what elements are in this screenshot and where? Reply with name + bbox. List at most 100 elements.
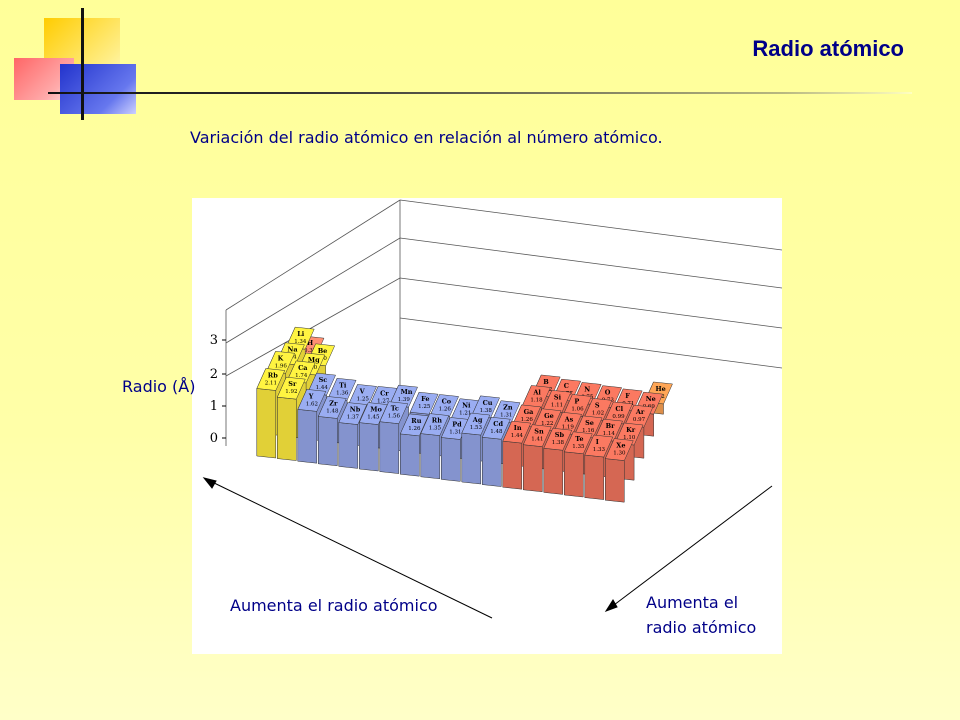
element-bar-sn: Sn1.41 [522,424,552,493]
element-symbol: V [359,387,366,395]
element-symbol: Co [442,397,452,405]
annotation-right-line1: Aumenta el [646,593,739,612]
annotation-right-line2: radio atómico [646,618,757,637]
bar-front-face [564,451,584,498]
y-axis: 0 1 2 3 [210,333,226,446]
element-symbol: Mg [308,356,320,364]
decor-vertical-line [81,8,84,120]
slide-subtitle: Variación del radio atómico en relación … [190,128,663,147]
element-symbol: Ar [635,408,645,416]
element-symbol: Ag [472,416,483,424]
frame-top-back-edge [399,199,782,251]
element-radius: 0.37 [304,348,317,354]
element-symbol: Xe [616,442,625,450]
bar-top-face [584,434,614,458]
element-symbol: H [307,339,313,347]
slide-title: Radio atómico [752,36,904,61]
bar-front-face [379,421,400,474]
element-radius: 1.26 [408,426,421,432]
figure-svg: 0 1 2 3 H0.37He0.32Li1.34Be0.90B0.82C0.7… [202,199,782,619]
bar-front-face [543,447,564,495]
element-radius: 1.18 [530,397,543,403]
decor-square-blue [60,64,136,114]
element-radius: 1.38 [552,440,565,446]
frame-grid-line [399,237,782,289]
arrow-left-head [202,477,217,489]
element-bar-xe: Xe1.30 [604,438,634,503]
element-symbol: P [574,397,579,405]
element-radius: 1.35 [429,426,442,432]
element-radius: 1.45 [367,415,380,421]
element-bar-te: Te1.35 [563,431,593,498]
element-radius: 1.26 [439,406,452,412]
element-symbol: Ni [462,402,471,410]
bar-top-face [502,420,532,444]
bar-top-face [420,413,450,436]
element-radius: 0.99 [612,414,625,420]
arrow-left-line [207,479,493,619]
bar-top-face [563,431,593,455]
bar-front-face [605,458,625,503]
element-symbol: Kr [626,426,636,434]
bar-front-face [256,388,277,459]
element-radius: 1.21 [459,411,471,417]
element-symbol: Y [308,392,314,400]
element-radius: 1.10 [623,435,636,441]
element-bar-y: Y1.62 [297,389,327,464]
element-symbol: Be [318,347,328,355]
element-radius: 1.27 [377,398,390,404]
element-bar-cd: Cd1.48 [481,416,511,487]
element-bar-nb: Nb1.37 [338,402,368,469]
element-symbol: Nb [350,406,361,414]
bar-top-face [543,427,573,451]
element-radius: 0.97 [633,417,646,423]
element-radius: 1.53 [470,425,483,431]
element-bar-rb: Rb2.11 [256,368,286,459]
bar-top-face [276,376,306,400]
element-radius: 1.34 [294,339,307,345]
element-radius: 1.06 [571,406,584,412]
element-bars: H0.37He0.32Li1.34Be0.90B0.82C0.77N0.75O0… [256,326,673,503]
element-symbol: Ne [646,395,656,403]
element-radius: 1.11 [551,402,563,408]
element-symbol: C [564,382,569,390]
element-radius: 1.35 [572,444,585,450]
element-symbol: K [278,354,284,362]
bar-front-face [482,436,502,487]
y-tick-3: 3 [210,333,218,348]
element-symbol: Sb [555,431,565,439]
bar-front-face [441,437,461,482]
element-radius: 1.96 [275,363,288,369]
annotation-right: Aumenta el radio atómico [646,590,756,640]
element-symbol: Te [575,435,583,443]
element-radius: 1.19 [562,424,575,430]
bar-front-face [338,422,359,469]
element-radius: 1.74 [295,373,308,379]
element-radius: 1.39 [398,397,411,403]
bar-top-face [317,396,347,419]
frame-grid-line [225,277,401,377]
element-bar-zr: Zr1.48 [317,396,347,467]
bar-front-face [297,409,318,464]
element-radius: 1.26 [521,417,534,423]
arrows [202,477,773,619]
element-symbol: Cl [615,405,623,413]
element-symbol: Ca [298,364,308,372]
element-symbol: Ti [339,381,347,389]
element-symbol: Fe [421,395,429,403]
arrow-right-line [609,485,773,609]
bar-front-face [584,454,605,500]
element-symbol: Zr [329,399,338,407]
element-symbol: Ru [411,417,421,425]
y-axis-label: Radio (Å) [122,377,196,396]
element-radius: 1.33 [593,447,606,453]
frame-grid-line [399,277,782,329]
element-bar-pd: Pd1.31 [440,417,470,482]
element-bar-in: In1.44 [502,420,532,490]
element-symbol: He [656,385,666,393]
element-radius: 1.48 [326,408,339,414]
element-radius: 1.37 [347,415,360,421]
y-tick-1: 1 [210,399,218,414]
element-symbol: Se [585,419,594,427]
annotation-left: Aumenta el radio atómico [230,596,438,615]
